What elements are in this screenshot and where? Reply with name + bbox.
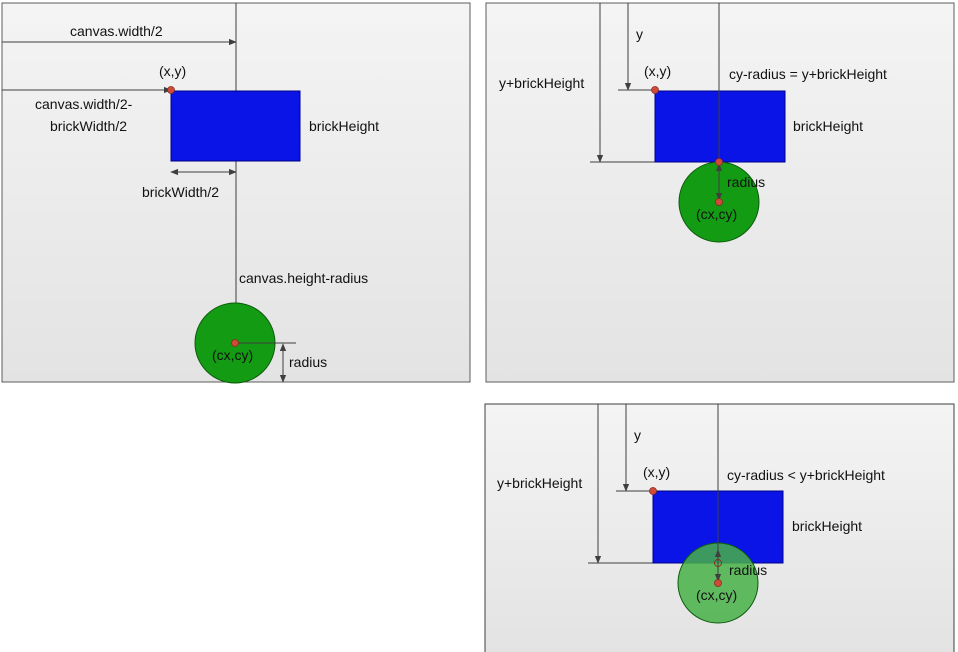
- brick: [654, 90, 786, 163]
- brick: [170, 90, 301, 162]
- label-y: y: [634, 427, 641, 443]
- label-radius: radius: [289, 354, 327, 370]
- contact-point: [715, 158, 723, 166]
- label-brick-height: brickHeight: [309, 118, 379, 134]
- label-brick-x-line1: canvas.width/2-: [35, 96, 133, 112]
- ball-center-point: [714, 579, 722, 587]
- panel-overlapping: y y+brickHeight (x,y) cy-radius < y+bric…: [484, 403, 955, 652]
- brick-origin-point: [651, 86, 659, 94]
- label-cxcy: (cx,cy): [696, 587, 737, 603]
- label-canvas-width-half: canvas.width/2: [70, 23, 163, 39]
- label-brick-x-line2: brickWidth/2: [50, 118, 127, 134]
- label-radius: radius: [729, 562, 767, 578]
- label-xy: (x,y): [643, 464, 670, 480]
- label-condition: cy-radius < y+brickHeight: [727, 467, 885, 483]
- label-brick-height: brickHeight: [793, 118, 863, 134]
- label-radius: radius: [727, 174, 765, 190]
- label-xy: (x,y): [644, 63, 671, 79]
- label-brick-height: brickHeight: [792, 518, 862, 534]
- ball-center-point: [715, 198, 723, 206]
- label-cxcy: (cx,cy): [696, 206, 737, 222]
- label-y-plus-brick-height: y+brickHeight: [499, 75, 584, 91]
- ball-center-point: [231, 339, 239, 347]
- label-y-plus-brick-height: y+brickHeight: [497, 475, 582, 491]
- label-cxcy: (cx,cy): [212, 347, 253, 363]
- brick-origin-point: [649, 487, 657, 495]
- label-y: y: [636, 26, 643, 42]
- label-xy: (x,y): [159, 63, 186, 79]
- panel-touching: y y+brickHeight (x,y) cy-radius = y+bric…: [485, 2, 955, 383]
- panel-initial-position: canvas.width/2 (x,y) canvas.width/2- bri…: [1, 2, 471, 384]
- brick-origin-point: [167, 86, 175, 94]
- contact-point: [714, 559, 722, 567]
- label-brick-width-half: brickWidth/2: [142, 184, 219, 200]
- label-canvas-height-radius: canvas.height-radius: [239, 270, 368, 286]
- canvas-panel-3-border: [484, 403, 955, 652]
- label-condition: cy-radius = y+brickHeight: [729, 66, 887, 82]
